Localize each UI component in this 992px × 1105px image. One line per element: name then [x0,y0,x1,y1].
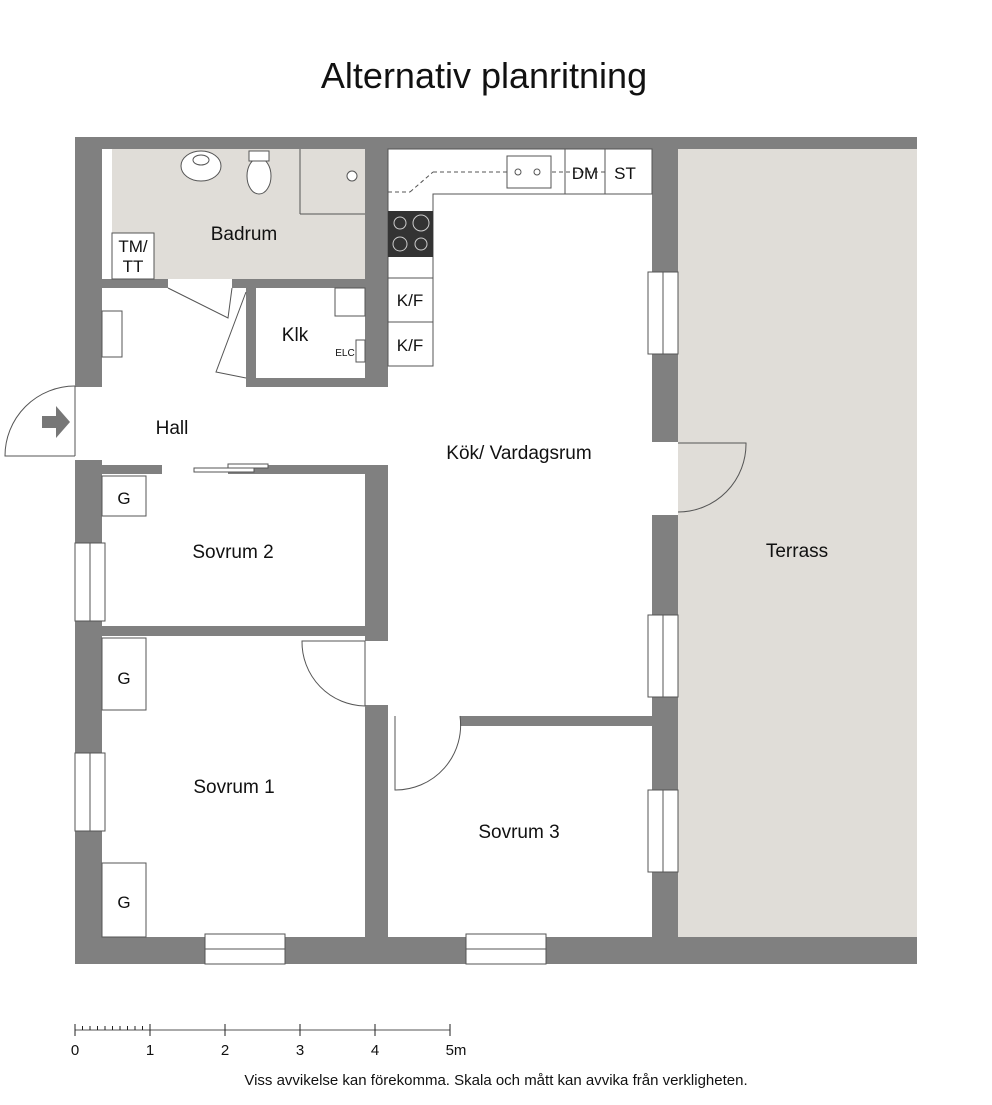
room-klk: Klk [282,325,309,346]
room-sovrum-1: Sovrum 1 [193,777,274,798]
room-badrum: Badrum [211,224,278,245]
scale-label: 5m [446,1042,467,1059]
wardrobe-label-2: G [117,669,130,688]
washer-box [111,232,155,280]
tt-label: TT [123,257,144,276]
closet-fixtures: ELC [334,287,366,363]
bedroom1-door [301,640,366,707]
terrace-floor [678,146,917,954]
scale-label: 1 [146,1042,154,1059]
dm-label: DM [572,164,598,183]
wardrobes: G G G [101,475,147,938]
shower-icon [346,170,358,182]
room-terrass: Terrass [766,541,828,562]
disclaimer-note: Viss avvikelse kan förekomma. Skala och … [244,1072,747,1089]
page-title: Alternativ planritning [321,55,647,96]
scale-label: 0 [71,1042,79,1059]
terrace-door [677,442,747,513]
scale-label: 3 [296,1042,304,1059]
windows [74,271,679,965]
kitchen-fixtures: DM ST K/F K/F [387,148,653,367]
entrance-door [4,385,76,457]
hall-cabinet [101,310,123,358]
kitchen-sink-icon [506,155,552,189]
elc-label: ELC [335,348,354,359]
toilet-icon [246,157,272,195]
room-sovrum-2: Sovrum 2 [192,542,273,563]
room-sovrum-3: Sovrum 3 [478,822,559,843]
scale-label: 4 [371,1042,379,1059]
scale-label: 2 [221,1042,229,1059]
bathroom-fixtures: TM/ TT [111,149,365,280]
room-hall: Hall [156,418,189,439]
st-label: ST [614,164,636,183]
bathroom-door [167,287,233,319]
fridge-freezer-2 [387,321,434,367]
wardrobe-label-1: G [117,489,130,508]
wardrobe-label-3: G [117,893,130,912]
kf-label-2: K/F [397,336,423,355]
room-kok: Kök/ Vardagsrum [446,443,591,464]
kf-label-1: K/F [397,291,423,310]
scale-bar: 0 1 2 3 4 5m [71,1024,467,1059]
sliding-door [193,463,269,473]
sink-icon [180,150,222,182]
closet-door [215,291,247,379]
entrance-arrow-icon [42,406,70,438]
fridge-freezer-1 [387,277,434,323]
tm-label: TM/ [118,237,148,256]
bedroom3-door [394,715,462,791]
